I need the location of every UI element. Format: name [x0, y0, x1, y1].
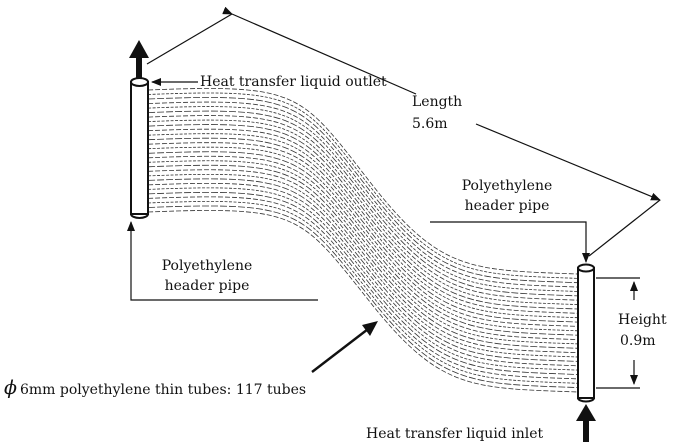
left-header-label-line2: header pipe: [164, 278, 250, 294]
thin-tube-line: [147, 164, 579, 349]
inlet-label: Heat transfer liquid inlet: [366, 426, 544, 442]
left-header-leader: [127, 221, 318, 301]
right-header-pipe: [577, 263, 595, 403]
inlet-flow-arrow: [576, 404, 596, 442]
thin-tube-line: [147, 106, 579, 292]
length-dimension: [146, 6, 661, 257]
phi-symbol: ϕ: [4, 377, 17, 399]
thin-tube-line: [147, 160, 579, 345]
thin-tube-line: [147, 187, 579, 371]
left-header-label-line1: Polyethylene: [161, 258, 253, 274]
height-value: 0.9m: [620, 333, 656, 349]
thin-tube-line: [147, 133, 579, 319]
outlet-flow-arrow: [129, 40, 149, 78]
thin-tube-line: [147, 146, 579, 332]
thin-tube-line: [147, 119, 579, 305]
right-header-leader: [430, 221, 590, 263]
thin-tube-line: [147, 128, 579, 314]
right-header-label-line2: header pipe: [464, 198, 550, 214]
thin-tube-line: [147, 169, 579, 354]
thin-tube-line: [147, 124, 579, 310]
thin-tube-line: [147, 201, 579, 384]
thin-tube-line: [147, 142, 579, 327]
thin-tube-line: [147, 178, 579, 362]
length-value: 5.6m: [412, 116, 448, 132]
length-label: Length: [412, 94, 463, 110]
thin-tube-line: [147, 151, 579, 336]
outlet-label: Heat transfer liquid outlet: [200, 74, 387, 90]
thin-tube-line: [147, 196, 579, 380]
thin-tube-line: [147, 92, 579, 279]
height-dimension: [596, 277, 640, 389]
thin-tube-line: [147, 137, 579, 323]
thin-tube-line: [147, 97, 579, 284]
tubes-caption-text: 6mm polyethylene thin tubes: 117 tubes: [19, 382, 307, 398]
thin-tube-line: [147, 88, 579, 275]
thin-tube-line: [147, 155, 579, 340]
tubes-pointer-arrow: [311, 321, 378, 373]
right-header-label-line1: Polyethylene: [461, 178, 553, 194]
thin-tube-bundle: [147, 88, 579, 393]
thin-tube-line: [147, 110, 579, 297]
thin-tube-line: [147, 115, 579, 301]
thin-tube-line: [147, 101, 579, 288]
thin-tube-line: [147, 205, 579, 388]
height-label: Height: [618, 312, 667, 328]
left-header-pipe: [130, 77, 149, 219]
thin-tube-line: [147, 182, 579, 367]
thin-tube-line: [147, 191, 579, 375]
thin-tube-line: [147, 210, 579, 393]
thin-tube-line: [147, 173, 579, 358]
